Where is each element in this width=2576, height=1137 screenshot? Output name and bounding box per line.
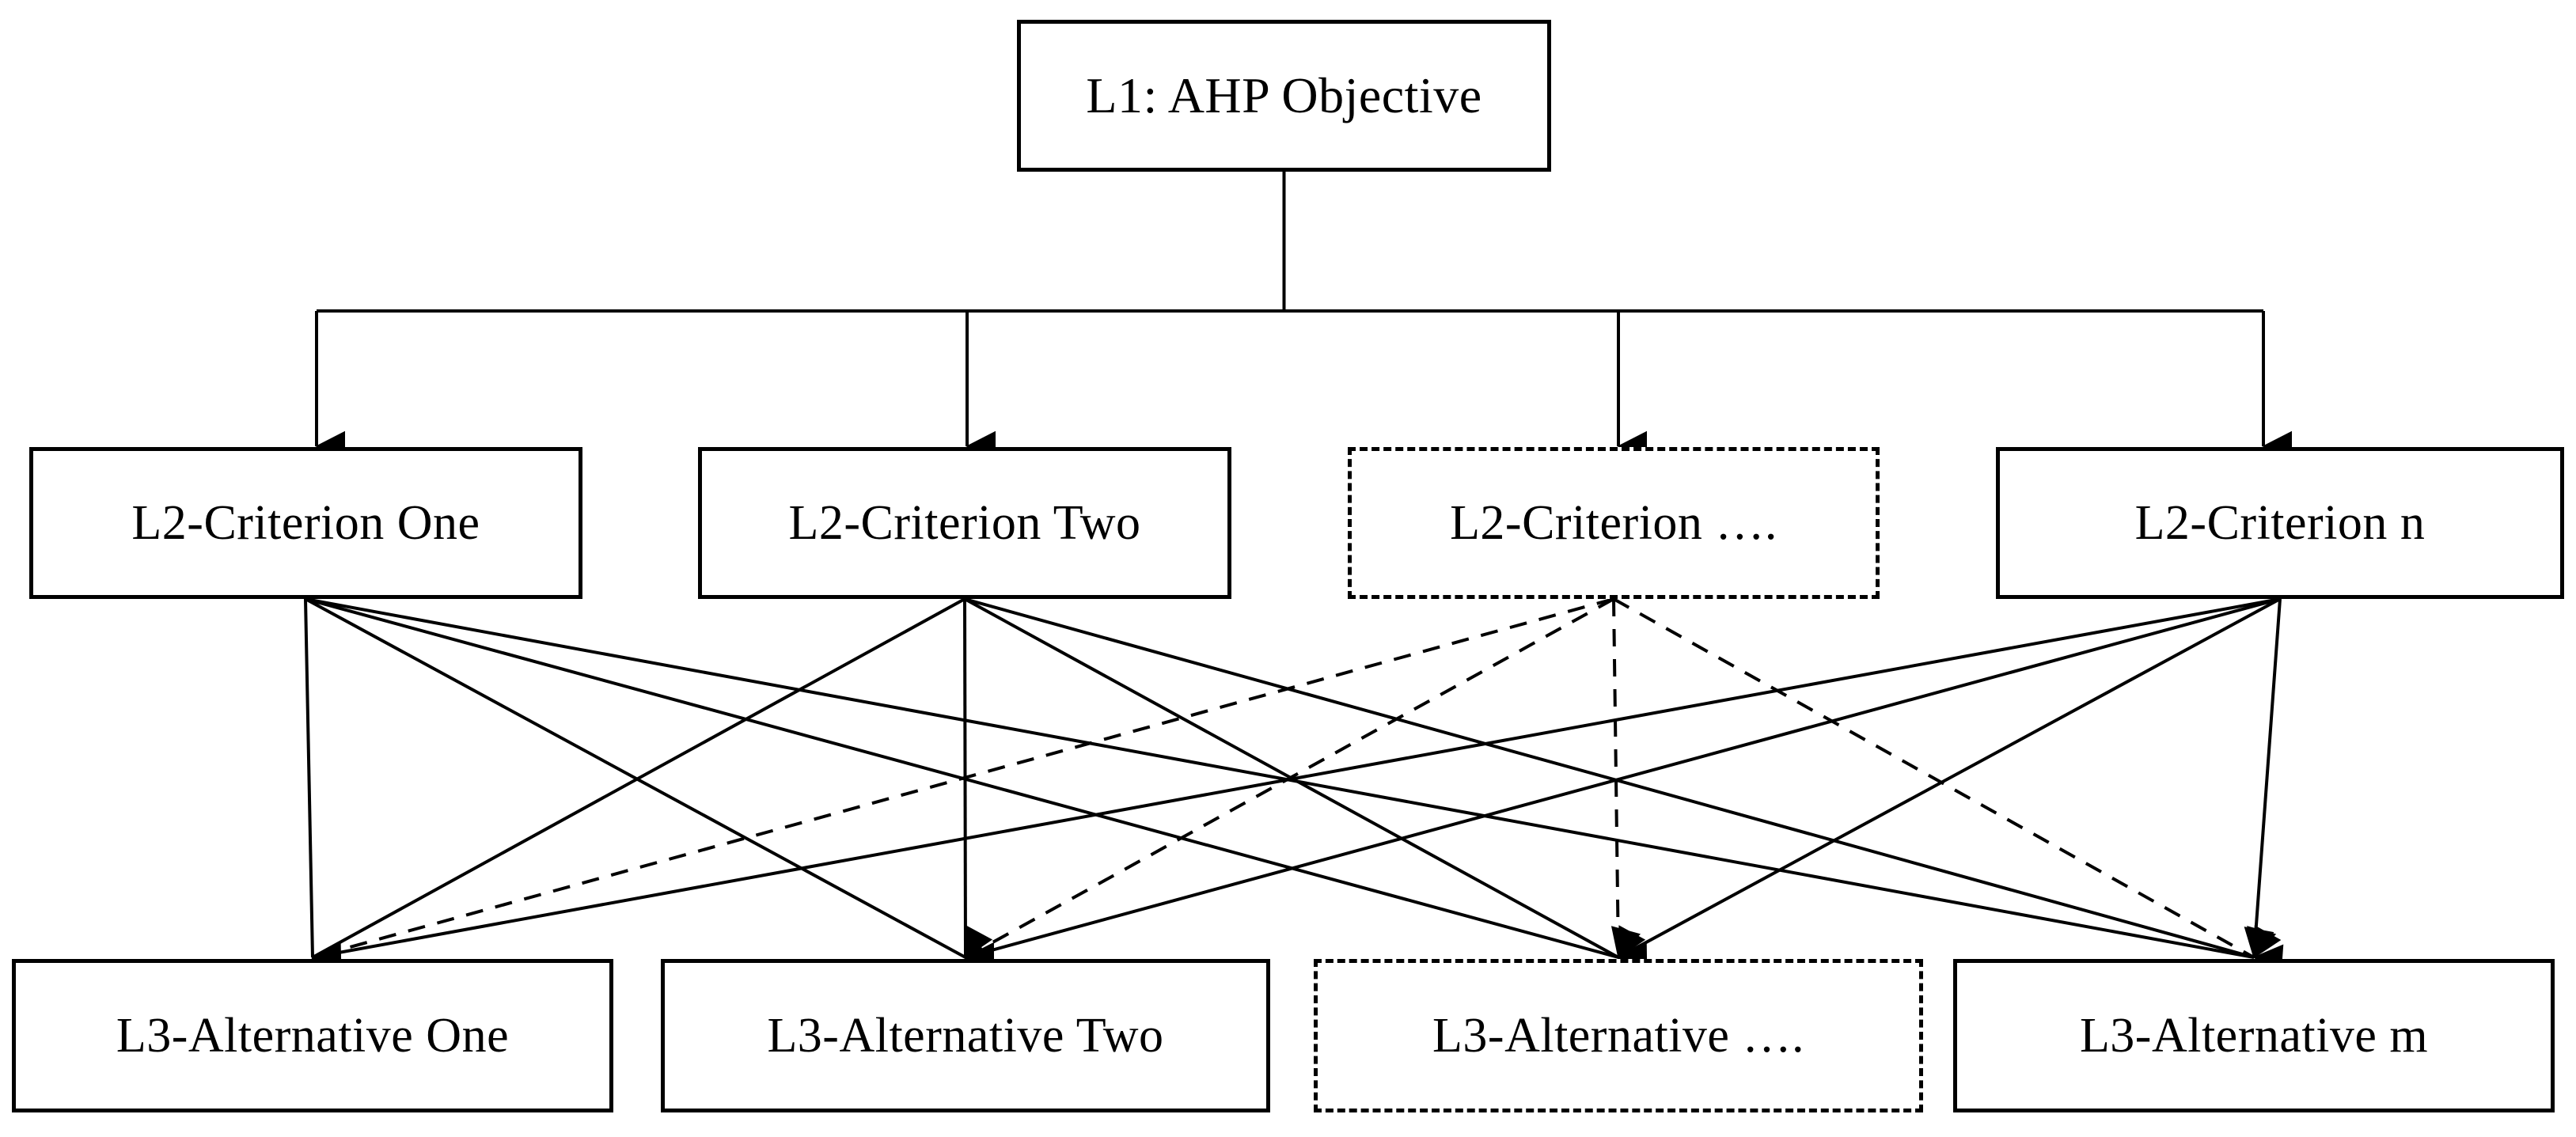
edge-l2-3-to-l3-1 bbox=[305, 597, 1614, 989]
edge-l2-1-to-l3-3 bbox=[305, 597, 1641, 959]
node-label: L2-Criterion Two bbox=[788, 495, 1141, 550]
l2-to-l3-edges bbox=[302, 597, 2284, 990]
l1-to-l2-edges bbox=[315, 172, 2293, 462]
edge-l2-4-to-l3-1 bbox=[302, 597, 2281, 988]
node-l2-criterion-ellipsis[interactable]: L2-Criterion …. bbox=[1348, 447, 1880, 599]
node-label: L2-Criterion …. bbox=[1450, 495, 1777, 550]
node-label: L2-Criterion One bbox=[131, 495, 480, 550]
node-label: L3-Alternative One bbox=[116, 1008, 510, 1063]
edge-l2-2-to-l3-3 bbox=[964, 597, 1646, 959]
edge-l2-3-to-l3-4 bbox=[1613, 597, 2282, 959]
node-l2-criterion-n[interactable]: L2-Criterion n bbox=[1996, 447, 2564, 599]
node-l2-criterion-two[interactable]: L2-Criterion Two bbox=[698, 447, 1231, 599]
edge-l2-1-to-l3-4 bbox=[305, 597, 2274, 959]
node-l3-alternative-m[interactable]: L3-Alternative m bbox=[1953, 959, 2555, 1112]
edge-l2-2-to-l3-4 bbox=[964, 597, 2277, 959]
edge-l2-2-to-l3-2 bbox=[963, 598, 995, 973]
node-l3-alternative-one[interactable]: L3-Alternative One bbox=[12, 959, 613, 1112]
node-l3-alternative-two[interactable]: L3-Alternative Two bbox=[661, 959, 1270, 1112]
node-label: L3-Alternative …. bbox=[1432, 1008, 1804, 1063]
edge-l2-3-to-l3-2 bbox=[965, 597, 1614, 990]
node-label: L3-Alternative Two bbox=[767, 1008, 1164, 1063]
node-label: L1: AHP Objective bbox=[1086, 66, 1482, 123]
node-label: L2-Criterion n bbox=[2134, 495, 2426, 550]
edge-l2-4-to-l3-4 bbox=[2252, 598, 2284, 975]
edge-l2-3-to-l3-3 bbox=[1612, 598, 1648, 972]
node-l2-criterion-one[interactable]: L2-Criterion One bbox=[29, 447, 582, 599]
node-label: L3-Alternative m bbox=[2079, 1008, 2429, 1063]
edge-l2-4-to-l3-2 bbox=[958, 597, 2281, 989]
edge-l2-4-to-l3-3 bbox=[1618, 597, 2281, 990]
edge-l2-1-to-l3-1 bbox=[304, 598, 342, 972]
node-l1-objective[interactable]: L1: AHP Objective bbox=[1017, 20, 1551, 172]
edge-l2-1-to-l3-2 bbox=[305, 597, 993, 959]
edge-l2-2-to-l3-1 bbox=[312, 597, 966, 990]
node-l3-alternative-ellipsis[interactable]: L3-Alternative …. bbox=[1314, 959, 1923, 1112]
